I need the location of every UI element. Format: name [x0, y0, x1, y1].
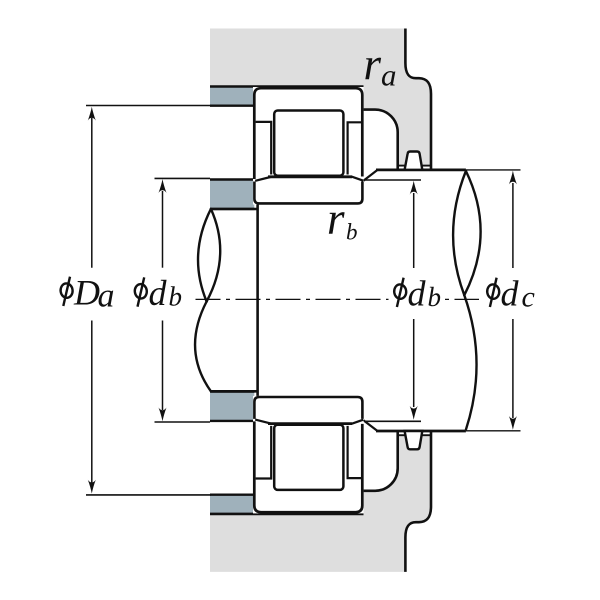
- svg-text:d: d: [501, 274, 520, 314]
- svg-text:d: d: [149, 273, 168, 313]
- svg-text:r: r: [327, 194, 345, 244]
- svg-text:D: D: [73, 273, 100, 313]
- svg-text:c: c: [522, 281, 535, 314]
- svg-text:a: a: [381, 58, 397, 93]
- svg-text:d: d: [408, 274, 427, 314]
- svg-text:b: b: [428, 282, 442, 312]
- svg-text:b: b: [346, 220, 358, 245]
- svg-text:b: b: [169, 282, 183, 312]
- svg-text:a: a: [98, 278, 115, 315]
- svg-text:r: r: [364, 39, 382, 89]
